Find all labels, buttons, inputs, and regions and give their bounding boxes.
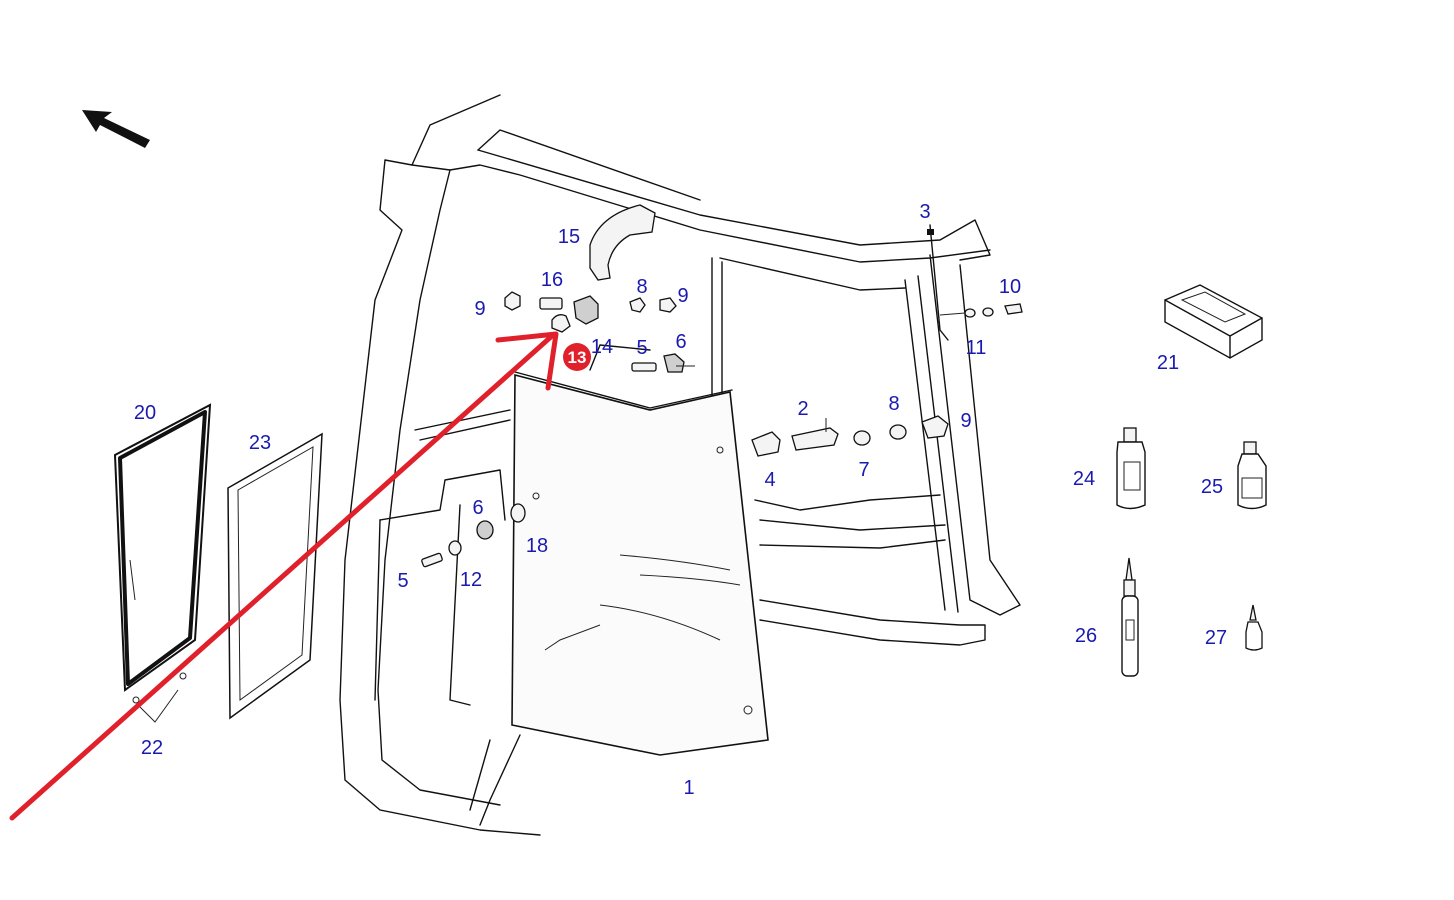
callout-21[interactable]: 21 [1157,352,1179,374]
callout-27[interactable]: 27 [1205,627,1227,649]
seal-part-23 [227,432,323,720]
callout-22[interactable]: 22 [141,737,163,759]
callout-3[interactable]: 3 [919,201,930,223]
callout-24[interactable]: 24 [1073,468,1095,490]
callout-8-right[interactable]: 8 [888,393,899,415]
callout-25[interactable]: 25 [1201,476,1223,498]
callout-23[interactable]: 23 [249,432,271,454]
leader-lines-22 [137,689,179,723]
callout-9-upper[interactable]: 9 [677,285,688,307]
callout-5-lower[interactable]: 5 [397,570,408,592]
bottle-part-24 [1116,427,1146,510]
tube-part-26 [1121,557,1139,677]
callout-1[interactable]: 1 [683,777,694,799]
cab-frame [339,94,1021,836]
callout-2[interactable]: 2 [797,398,808,420]
red-pointer-arrow-icon [9,331,559,821]
grab-handle-part-15 [589,204,656,281]
callout-16[interactable]: 16 [541,269,563,291]
rear-glass-part-20 [113,403,212,704]
bottle-part-25 [1237,441,1267,510]
lower-hinge-hardware [421,492,540,568]
direction-arrow-icon [82,110,150,148]
upper-hinge-hardware [504,291,695,373]
right-hinge-hardware [751,415,949,457]
callout-7[interactable]: 7 [858,459,869,481]
callout-9-left[interactable]: 9 [474,298,485,320]
callout-18[interactable]: 18 [526,535,548,557]
door-glass-part-1 [511,371,769,756]
callout-12[interactable]: 12 [460,569,482,591]
callout-5-upper[interactable]: 5 [636,337,647,359]
callout-20[interactable]: 20 [134,402,156,424]
callout-6-lower[interactable]: 6 [472,497,483,519]
part-callouts: 1 2 3 4 5 5 6 6 7 8 8 9 9 9 10 11 12 14 … [134,201,1227,799]
latch-hardware-part-10-11 [927,229,1023,318]
callout-15[interactable]: 15 [558,226,580,248]
callout-4[interactable]: 4 [764,469,775,491]
callout-9-right[interactable]: 9 [960,410,971,432]
callout-26[interactable]: 26 [1075,625,1097,647]
highlighted-part-badge[interactable]: 13 [563,343,591,371]
callout-10[interactable]: 10 [999,276,1021,298]
highlighted-part-number: 13 [568,348,587,367]
box-part-21 [1164,284,1263,359]
callout-14[interactable]: 14 [591,336,613,358]
callout-6-upper[interactable]: 6 [675,331,686,353]
callout-8-upper[interactable]: 8 [636,276,647,298]
callout-11[interactable]: 11 [966,337,987,359]
tube-part-27 [1245,604,1263,651]
